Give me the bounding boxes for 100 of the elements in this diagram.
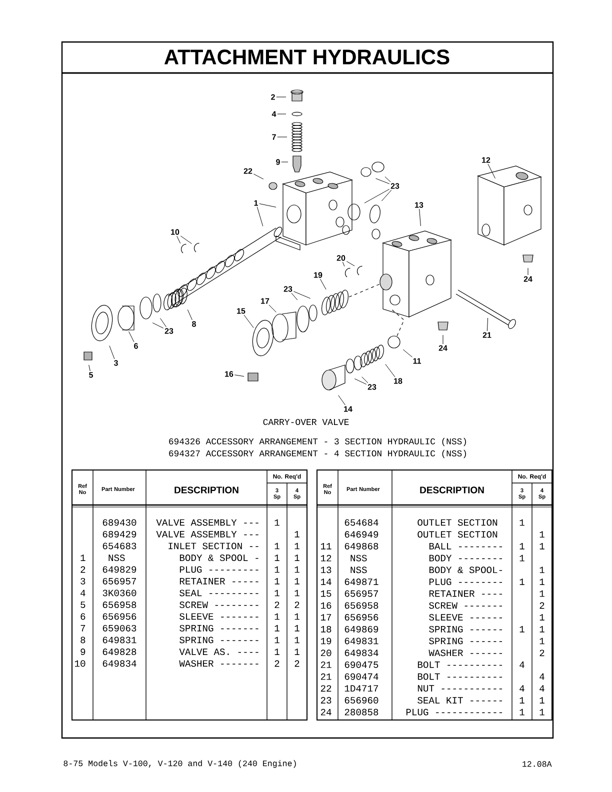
leader-line	[488, 164, 496, 179]
callout-number: 21	[482, 332, 492, 338]
table-cell: SPRING ------	[429, 638, 502, 644]
leader-line	[253, 174, 264, 180]
caption: CARRY-OVER VALVE	[263, 418, 349, 426]
table-cell: 21	[320, 662, 332, 668]
table-cell: 656956	[344, 614, 378, 621]
table-cell: 4	[80, 590, 86, 596]
leader-line	[244, 314, 254, 328]
table-cell: 7	[80, 625, 86, 632]
table-cell: 1	[294, 566, 300, 573]
table-cell: 22	[320, 685, 332, 692]
table-cell: 1	[520, 543, 524, 550]
table-cell: 656958	[344, 602, 378, 609]
leader-line	[375, 178, 390, 184]
table-cell: VALVE ASSEMBLY ---	[156, 530, 258, 538]
table-cell: 2	[274, 660, 280, 667]
leader-line	[277, 136, 288, 138]
table-cell: OUTLET SECTION	[418, 531, 498, 538]
table-cell: 649871	[344, 578, 378, 586]
leader-line	[152, 322, 164, 328]
table-cell: 4	[520, 662, 524, 668]
table-cell: 6	[80, 613, 86, 620]
table-cell: 1	[294, 531, 300, 538]
leader-line	[291, 292, 298, 300]
table-cell: 1D4717	[344, 685, 378, 692]
table-cell: 1	[540, 697, 544, 704]
table-cell: NSS	[350, 554, 367, 562]
table-cell: 24	[320, 708, 332, 716]
callout-number: 9	[276, 159, 280, 165]
table-cell: SLEEVE ------	[429, 614, 502, 621]
table-cell: 1	[294, 648, 300, 655]
leader-line	[402, 349, 412, 358]
table-cell: BODY & SPOOL-	[429, 566, 502, 574]
callout-number: 8	[192, 321, 196, 327]
table-cell: BODY & SPOOL -	[180, 554, 258, 562]
caption-line: 694326 ACCESSORY ARRANGEMENT - 3 SECTION HYDRAULIC (NSS)	[169, 438, 466, 446]
callout-number: 3	[114, 360, 118, 366]
leader-line	[88, 364, 90, 372]
table-cell: BODY --------	[429, 554, 502, 562]
table-cell: 17	[320, 614, 332, 620]
table-cell: 15	[320, 590, 332, 597]
leader-line	[259, 203, 276, 208]
callout-number: 6	[134, 343, 138, 349]
table-cell: 649829	[102, 566, 136, 573]
leader-line	[346, 261, 355, 266]
callout-number: 4	[272, 111, 276, 117]
table-cell: 1	[540, 531, 544, 538]
table-cell: 1	[294, 613, 300, 620]
page-number: 12.08A	[522, 761, 552, 767]
table-cell: VALVE AS. ----	[179, 648, 258, 656]
table-cell: 2	[294, 660, 300, 667]
table-cell: BOLT ----------	[418, 673, 502, 680]
table-cell: PLUG --------	[429, 578, 502, 586]
table-cell: 14	[320, 578, 332, 585]
leader-line	[320, 278, 326, 290]
footer-text: 8-75 Models V-100, V-120 and V-140 (240 Engine)	[64, 760, 296, 768]
table-cell: 5	[80, 602, 86, 608]
table-cell: PLUG ---------	[180, 566, 258, 573]
table-cell: BOLT ----------	[418, 661, 502, 668]
table-cell: 689430	[102, 519, 136, 526]
table-cell: 649834	[344, 650, 378, 656]
table-cell: 1	[294, 542, 300, 550]
callout-number: 15	[237, 308, 246, 314]
caption-line: 694327 ACCESSORY ARRANGEMENT - 4 SECTION HYDRAULIC (NSS)	[169, 450, 466, 458]
table-cell: 1	[540, 638, 544, 644]
callout-number: 20	[336, 255, 346, 261]
table-cell: SPRING -------	[180, 624, 258, 632]
leader-line	[180, 236, 192, 244]
leader-line	[384, 176, 391, 182]
callout-number: 1	[254, 200, 258, 206]
leader-line	[338, 395, 346, 406]
leader-line	[128, 331, 134, 342]
table-cell: 649868	[344, 542, 378, 550]
table-cell: 2	[80, 566, 86, 573]
table-cell: 8	[80, 636, 86, 644]
table-cell: 1	[520, 519, 524, 526]
table-cell: 1	[80, 554, 86, 561]
leader-line	[362, 376, 368, 384]
leader-line	[268, 304, 276, 312]
table-cell: 1	[520, 578, 524, 585]
table-cell: INLET SECTION --	[168, 542, 258, 550]
table-cell: 16	[320, 602, 332, 609]
table-cell: WASHER ------	[428, 650, 502, 656]
leader-line	[419, 208, 421, 226]
table-cell: 649831	[102, 636, 136, 644]
callout-number: 13	[415, 202, 424, 208]
callout-number: 7	[272, 134, 276, 140]
table-cell: WASHER -------	[179, 660, 258, 667]
table-cell: 649834	[102, 660, 136, 667]
table-cell: 21	[320, 673, 332, 680]
callout-number: 11	[413, 358, 421, 364]
table-cell: 13	[320, 566, 332, 574]
leader-line	[385, 364, 396, 378]
table-cell: 656956	[102, 613, 136, 620]
table-cell: 656957	[102, 578, 136, 584]
column-header: DESCRIPTION	[174, 486, 238, 494]
table-cell: 649869	[344, 626, 378, 632]
callout-number: 23	[284, 286, 292, 292]
table-cell: SCREW -------	[429, 602, 502, 609]
